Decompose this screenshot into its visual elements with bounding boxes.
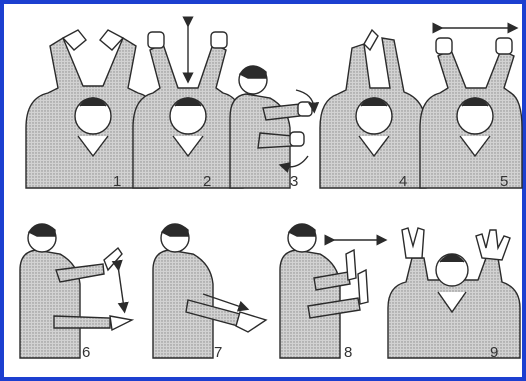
panel-1-number: 1 (113, 174, 121, 189)
panel-6-figure (20, 224, 132, 358)
panel-4-number: 4 (399, 174, 407, 189)
panel-4-figure (320, 30, 426, 188)
panel-6-number: 6 (82, 345, 90, 360)
panel-5-figure (420, 28, 522, 188)
panel-7-figure (153, 224, 266, 358)
panel-2-number: 2 (203, 174, 211, 189)
panel-7-number: 7 (214, 345, 222, 360)
panel-8-number: 8 (344, 345, 352, 360)
gesture-illustration (8, 8, 526, 381)
panel-9-figure (388, 228, 520, 358)
panel-8-figure (280, 224, 382, 358)
panel-9-number: 9 (490, 345, 498, 360)
panel-2-figure (133, 22, 243, 188)
panel-3-number: 3 (290, 174, 298, 189)
panel-5-number: 5 (500, 174, 508, 189)
panel-3-figure (230, 66, 314, 188)
